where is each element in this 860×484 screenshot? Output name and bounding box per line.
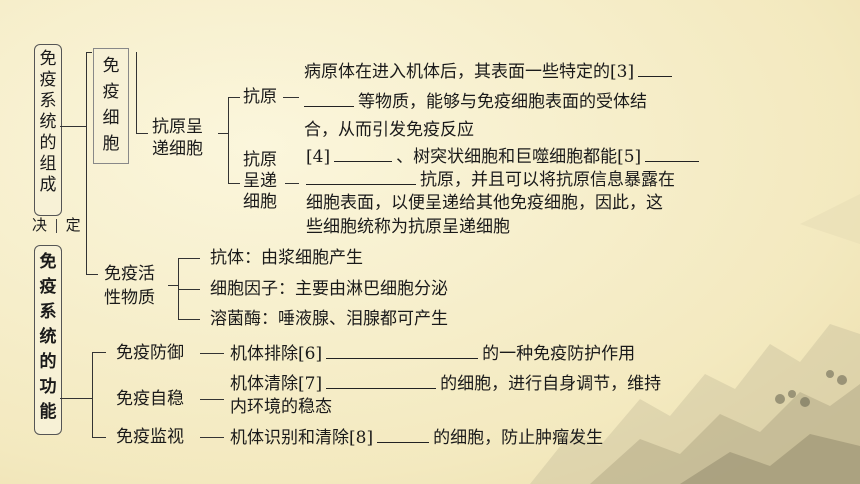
blank-5[interactable] bbox=[645, 145, 700, 162]
decide-char: 定 bbox=[65, 216, 81, 234]
connector bbox=[218, 133, 228, 134]
function-char: 系 bbox=[39, 302, 57, 322]
connector bbox=[92, 437, 106, 438]
connector bbox=[178, 289, 200, 290]
connector bbox=[60, 126, 86, 127]
apc-detail-line2: 抗原，并且可以将抗原信息暴露在 bbox=[306, 168, 675, 191]
connector bbox=[136, 52, 137, 134]
connector bbox=[60, 398, 92, 399]
dash bbox=[200, 399, 224, 400]
blank-8[interactable] bbox=[377, 426, 430, 443]
apc-text: 抗原，并且可以将抗原信息暴露在 bbox=[420, 170, 675, 190]
dash bbox=[283, 97, 299, 98]
decide-char: 决 bbox=[32, 216, 48, 234]
composition-char: 组 bbox=[39, 154, 57, 174]
immune-cells-char: 胞 bbox=[102, 134, 120, 154]
composition-char: 系 bbox=[39, 91, 57, 111]
active-item-antibody: 抗体：由浆细胞产生 bbox=[210, 248, 363, 268]
function-char: 功 bbox=[39, 377, 57, 397]
apc-text: 、树突状细胞和巨噬细胞都能[5] bbox=[396, 147, 642, 167]
dash bbox=[200, 437, 224, 438]
connector bbox=[178, 258, 200, 259]
function-text: 的细胞，进行自身调节，维持 bbox=[440, 374, 662, 394]
antigen-label: 抗原 bbox=[243, 87, 277, 107]
apc-label-line: 递细胞 bbox=[152, 139, 203, 159]
connector bbox=[86, 52, 92, 53]
active-item-lysozyme: 溶菌酶：唾液腺、泪腺都可产生 bbox=[210, 309, 448, 329]
function-text: 机体识别和清除[8] bbox=[230, 428, 374, 448]
connector bbox=[86, 52, 87, 274]
apc-detail-label: 抗原 呈递 细胞 bbox=[243, 150, 277, 213]
connector bbox=[136, 133, 148, 134]
function-char: 疫 bbox=[39, 277, 57, 297]
apc-detail-line1: [4] 、树突状细胞和巨噬细胞都能[5] bbox=[306, 145, 700, 168]
composition-char: 统 bbox=[39, 112, 57, 132]
decide-divider bbox=[55, 219, 57, 233]
function-defense-text: 机体排除[6] 的一种免疫防护作用 bbox=[230, 342, 635, 365]
function-text: 机体排除[6] bbox=[230, 344, 323, 364]
function-text: 的细胞，防止肿瘤发生 bbox=[433, 428, 604, 448]
apc-detail-label-line: 抗原 bbox=[243, 150, 277, 170]
blank-5-cont[interactable] bbox=[306, 168, 416, 185]
connector bbox=[92, 352, 93, 437]
function-surveillance-label: 免疫监视 bbox=[116, 427, 184, 447]
immune-cells-char: 疫 bbox=[102, 82, 120, 102]
connector bbox=[228, 97, 229, 183]
function-char: 能 bbox=[39, 402, 57, 422]
active-item-cytokine: 细胞因子：主要由淋巴细胞分泌 bbox=[210, 279, 448, 299]
active-label-line: 免疫活 bbox=[104, 264, 155, 284]
antigen-text: 等物质，能够与免疫细胞表面的受体结 bbox=[358, 92, 647, 112]
function-defense-label: 免疫防御 bbox=[116, 343, 184, 363]
function-homeostasis-text2: 内环境的稳态 bbox=[230, 397, 332, 417]
antigen-line1: 病原体在进入机体后，其表面一些特定的[3] bbox=[304, 60, 673, 83]
apc-detail-label-line: 细胞 bbox=[243, 192, 277, 212]
apc-label: 抗原呈 递细胞 bbox=[152, 116, 203, 160]
immune-cells-char: 免 bbox=[102, 56, 120, 76]
mountain-landscape-decoration bbox=[530, 194, 860, 484]
connector bbox=[228, 183, 240, 184]
immune-cells-char: 细 bbox=[102, 108, 120, 128]
connector bbox=[86, 274, 98, 275]
function-text: 机体清除[7] bbox=[230, 374, 323, 394]
connector bbox=[92, 352, 106, 353]
function-homeostasis-label: 免疫自稳 bbox=[116, 389, 184, 409]
function-homeostasis-text: 机体清除[7] 的细胞，进行自身调节，维持 bbox=[230, 372, 661, 395]
immune-cells-box: 免 疫 细 胞 bbox=[93, 48, 129, 164]
apc-detail-line3: 细胞表面，以便呈递给其他免疫细胞，因此，这 bbox=[306, 193, 663, 213]
function-char: 统 bbox=[39, 327, 57, 347]
apc-detail-line4: 些细胞统称为抗原呈递细胞 bbox=[306, 217, 510, 237]
composition-char: 的 bbox=[39, 133, 57, 153]
active-label-line: 性物质 bbox=[104, 288, 155, 308]
function-box: 免 疫 系 统 的 功 能 bbox=[34, 245, 62, 435]
active-substance-label: 免疫活 性物质 bbox=[104, 262, 155, 310]
blank-4[interactable] bbox=[334, 145, 393, 162]
antigen-line2: 等物质，能够与免疫细胞表面的受体结 bbox=[304, 90, 647, 113]
blank-3-cont[interactable] bbox=[304, 90, 354, 107]
dash bbox=[200, 353, 224, 354]
apc-label-line: 抗原呈 bbox=[152, 117, 203, 137]
function-text: 的一种免疫防护作用 bbox=[482, 344, 636, 364]
composition-char: 成 bbox=[39, 175, 57, 195]
function-surveillance-text: 机体识别和清除[8] 的细胞，防止肿瘤发生 bbox=[230, 426, 603, 449]
decide-label: 决 定 bbox=[32, 214, 81, 236]
blank-3[interactable] bbox=[638, 60, 673, 77]
connector bbox=[168, 285, 178, 286]
antigen-text: 病原体在进入机体后，其表面一些特定的[3] bbox=[304, 62, 635, 82]
apc-text: [4] bbox=[306, 147, 331, 167]
blank-6[interactable] bbox=[326, 342, 479, 359]
composition-char: 免 bbox=[39, 49, 57, 69]
function-char: 免 bbox=[39, 252, 57, 272]
connector bbox=[228, 97, 240, 98]
composition-box: 免 疫 系 统 的 组 成 bbox=[34, 44, 62, 216]
dash bbox=[285, 183, 299, 184]
connector bbox=[178, 319, 200, 320]
apc-detail-label-line: 呈递 bbox=[243, 171, 277, 191]
function-char: 的 bbox=[39, 352, 57, 372]
composition-char: 疫 bbox=[39, 70, 57, 90]
antigen-line3: 合，从而引发免疫反应 bbox=[304, 120, 474, 140]
blank-7[interactable] bbox=[326, 372, 437, 389]
